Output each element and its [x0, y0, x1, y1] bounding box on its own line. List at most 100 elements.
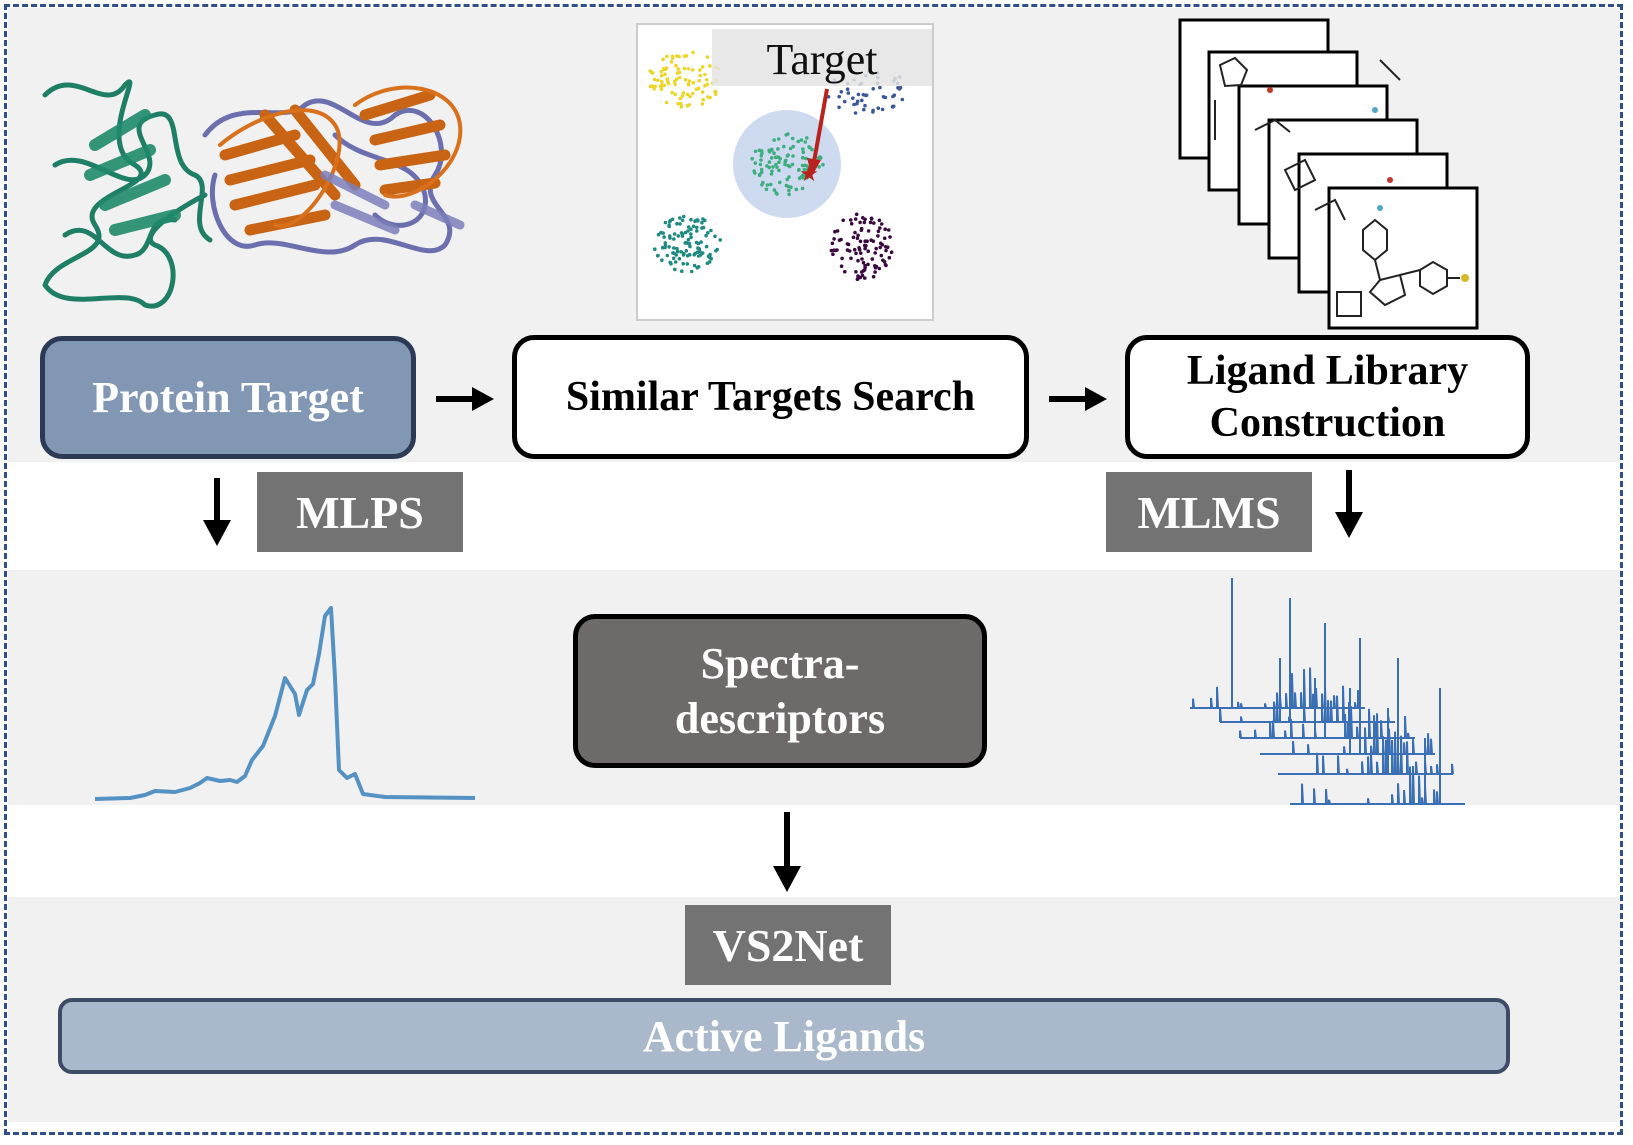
scatter-point: [853, 217, 858, 221]
ligand-library-line2: Construction: [1209, 400, 1446, 446]
scatter-point: [877, 218, 882, 223]
scatter-point: [687, 241, 692, 246]
active-ligands-box: Active Ligands: [58, 998, 1510, 1074]
scatter-point: [673, 267, 677, 272]
scatter-point: [851, 235, 856, 240]
scatter-point: [805, 168, 810, 172]
scatter-point: [703, 72, 707, 77]
scatter-point: [835, 229, 840, 233]
scatter-point: [696, 246, 700, 250]
scatter-point: [677, 256, 682, 261]
scatter-point: [769, 156, 774, 160]
scatter-point: [842, 99, 847, 104]
scatter-point: [705, 55, 710, 59]
scatter-point: [662, 235, 666, 239]
scatter-point: [672, 237, 676, 241]
scatter-point: [691, 91, 695, 96]
scatter-point: [680, 218, 685, 223]
scatter-point: [787, 175, 791, 179]
scatter-point: [761, 180, 765, 185]
scatter-point: [852, 102, 856, 107]
scatter-point: [659, 69, 664, 74]
scatter-point: [753, 161, 758, 165]
scatter-point: [888, 235, 892, 239]
mlms-label: MLMS: [1106, 472, 1312, 552]
scatter-point: [849, 256, 853, 261]
scatter-point: [839, 264, 844, 268]
scatter-point: [854, 212, 859, 217]
scatter-point: [704, 233, 708, 238]
scatter-point: [866, 229, 871, 233]
scatter-point: [686, 225, 691, 229]
scatter-point: [840, 256, 844, 261]
scatter-point: [859, 270, 864, 274]
scatter-point: [794, 187, 799, 192]
active-ligands-text: Active Ligands: [642, 1011, 926, 1061]
scatter-point: [656, 232, 661, 237]
scatter-point: [673, 260, 678, 264]
scatter-point: [861, 260, 866, 265]
scatter-point: [681, 253, 686, 257]
arrow-down-icon: [203, 478, 231, 546]
scatter-point: [652, 77, 657, 82]
spectra-line2: descriptors: [674, 694, 886, 743]
scatter-point: [802, 167, 807, 172]
scatter-point: [830, 241, 835, 246]
scatter-point: [898, 85, 903, 90]
scatter-point: [670, 90, 674, 95]
scatter-point: [854, 251, 858, 256]
mlps-text: MLPS: [296, 486, 424, 538]
scatter-point: [853, 111, 858, 115]
scatter-point: [709, 256, 713, 261]
target-cluster-highlight: [733, 110, 841, 218]
scatter-point: [709, 228, 713, 233]
scatter-point: [801, 155, 805, 160]
scatter-point: [832, 237, 836, 241]
scatter-point: [675, 249, 680, 254]
scatter-point: [676, 101, 680, 106]
scatter-point: [678, 216, 682, 220]
scatter-point: [769, 147, 774, 152]
ms-trace: [1239, 706, 1415, 739]
scatter-point: [873, 265, 878, 270]
scatter-point: [880, 243, 885, 247]
scatter-point: [671, 256, 676, 261]
scatter-point: [679, 105, 684, 109]
scatter-point: [772, 151, 776, 155]
scatter-point: [664, 100, 669, 105]
scatter-point: [673, 92, 678, 97]
scatter-point: [694, 240, 699, 245]
scatter-point: [700, 251, 705, 255]
scatter-point: [679, 250, 683, 254]
scatter-point: [665, 253, 670, 258]
scatter-point: [858, 239, 863, 244]
scatter-point: [837, 105, 841, 110]
scatter-point: [896, 86, 900, 90]
scatter-point: [883, 227, 887, 231]
scatter-point: [674, 63, 678, 68]
scatter-point: [877, 266, 882, 271]
scatter-point: [680, 232, 685, 236]
scatter-point: [713, 92, 718, 96]
scatter-point: [880, 107, 885, 112]
scatter-point: [856, 274, 860, 278]
scatter-point: [706, 231, 710, 235]
target-star-icon: ★: [799, 161, 819, 186]
scatter-point: [767, 165, 771, 170]
scatter-point: [700, 65, 705, 69]
scatter-point: [669, 60, 674, 64]
mlms-text: MLMS: [1137, 486, 1281, 538]
scatter-point: [837, 94, 841, 99]
scatter-point: [775, 192, 779, 196]
scatter-point: [681, 214, 686, 219]
scatter-point: [776, 137, 781, 141]
scatter-point: [759, 167, 764, 172]
scatter-point: [776, 147, 780, 151]
scatter-point: [871, 239, 876, 243]
scatter-point: [750, 156, 754, 161]
scatter-point: [856, 258, 860, 263]
scatter-point: [672, 246, 676, 250]
scatter-point: [671, 251, 675, 255]
scatter-point: [675, 221, 679, 226]
ms-trace: [1190, 667, 1365, 709]
